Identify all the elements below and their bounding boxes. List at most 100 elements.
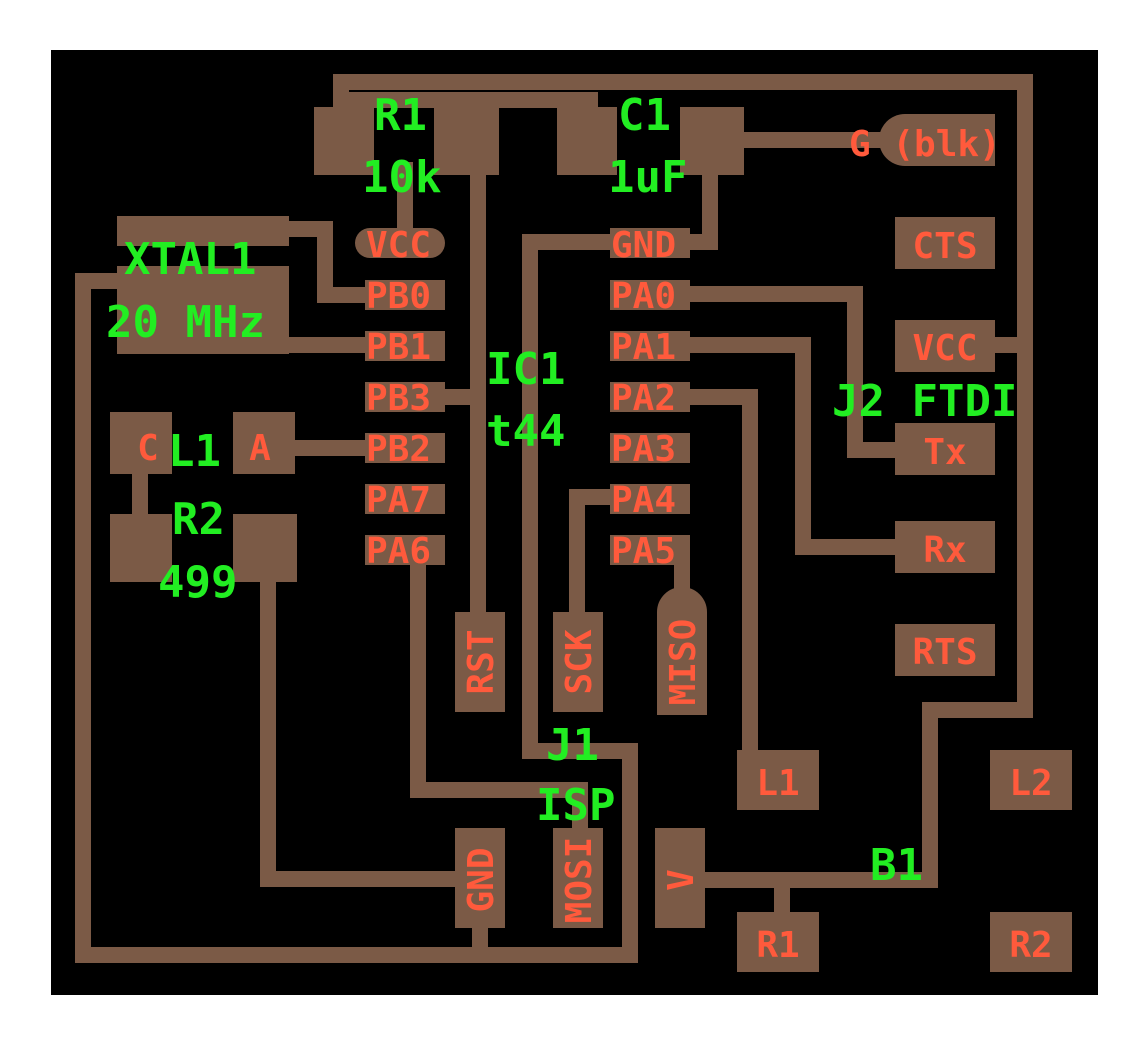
isp-label-mosi: MOSI [559, 837, 600, 924]
l1-pad-label-c: C [137, 428, 159, 469]
ic-pad-pb1 [365, 331, 445, 361]
ic-pin-label-pb0: PB0 [366, 276, 431, 317]
ic-pad-pa1 [610, 331, 690, 361]
ftdi-pad-rx [895, 521, 995, 573]
ftdi-pad-tx [895, 423, 995, 475]
trace-pa6-mosi [410, 555, 588, 838]
pad-label-v: V [661, 869, 702, 891]
trace-r2-gnd [260, 567, 463, 887]
trace-pa0-tx [682, 286, 903, 458]
j1-value-label: ISP [536, 780, 615, 831]
pad-v [655, 828, 705, 928]
ftdi-label-rx: Rx [923, 530, 966, 571]
ic-pad-pb2 [365, 433, 445, 463]
ic-pin-label-pa4: PA4 [611, 480, 676, 521]
j2-ref-label: J2 FTDI [832, 376, 1017, 427]
ic-pad-pa7 [365, 484, 445, 514]
r1-pad-left [314, 107, 374, 175]
ic1-ref-label: IC1 [486, 344, 565, 395]
xtal-pad-bottom [117, 266, 289, 354]
isp-label-miso: MISO [663, 619, 704, 706]
ic-pad-pa0 [610, 280, 690, 310]
ic-pad-pa5 [610, 535, 690, 565]
trace-v-b1 [697, 337, 1033, 888]
ic-pad-pa3 [610, 433, 690, 463]
isp-label-sck: SCK [559, 629, 600, 694]
r2-pad-right [233, 514, 297, 582]
xtal-pad-top [117, 216, 289, 246]
trace-vcc-top-bus [333, 74, 1033, 353]
isp-label-rst: RST [461, 629, 502, 694]
ftdi-label-g: G (blk) [849, 124, 1001, 165]
ic-pin-label-vcc: VCC [366, 225, 431, 266]
trace-c1-gnd-ic [682, 167, 718, 250]
c1-value-label: 1uF [608, 152, 687, 203]
pad-label-r1: R1 [756, 925, 799, 966]
ftdi-label-vcc: VCC [912, 328, 977, 369]
ic-pin-label-pa5: PA5 [611, 531, 676, 572]
c1-pad-right [680, 107, 744, 175]
ic-pin-label-pa2: PA2 [611, 378, 676, 419]
l1-pad-label-a: A [249, 428, 271, 469]
pad-l1 [737, 750, 819, 810]
xtal-value-label: 20 MHz [106, 297, 265, 348]
ic-pin-label-pa6: PA6 [366, 531, 431, 572]
l1-ref-label: L1 [168, 426, 221, 477]
isp-pad-mosi [553, 828, 603, 928]
trace-pa4-sck [569, 489, 623, 623]
silkscreen-labels: R1 10k C1 1uF XTAL1 20 MHz IC1 t44 L1 R2… [106, 90, 1017, 891]
trace-pa2-l1 [682, 389, 758, 758]
ftdi-pad-cts [895, 217, 995, 269]
ic-pad-pb0 [365, 280, 445, 310]
ic-pad-gnd [610, 228, 690, 258]
ic-pin-label-pa0: PA0 [611, 276, 676, 317]
trace-pa1-rx [682, 337, 903, 555]
ic-pad-pa4 [610, 484, 690, 514]
j1-ref-label: J1 [546, 720, 599, 771]
l1-pad-c [110, 412, 172, 474]
pad-r1 [737, 912, 819, 972]
ftdi-pad-rts [895, 624, 995, 676]
ic-pin-label-pa3: PA3 [611, 429, 676, 470]
ftdi-label-rts: RTS [912, 632, 977, 673]
r1-ref-label: R1 [374, 90, 427, 141]
ic1-value-label: t44 [486, 406, 565, 457]
isp-pad-gnd [455, 828, 505, 928]
ic-pad-vcc [355, 228, 445, 258]
c1-pad-left [557, 107, 617, 175]
ic-pin-label-pb2: PB2 [366, 429, 431, 470]
isp-label-gnd: GND [461, 847, 502, 912]
trace-r1-c1-link [333, 92, 598, 118]
ftdi-pad-g [879, 114, 995, 166]
pad-label-r2: R2 [1009, 925, 1052, 966]
l1-pad-a [233, 412, 295, 474]
ic-pin-label-gnd: GND [611, 225, 676, 266]
pad-r2 [990, 912, 1072, 972]
pad-label-l2: L2 [1009, 763, 1052, 804]
pad-label-l1: L1 [756, 763, 799, 804]
ftdi-label-cts: CTS [912, 226, 977, 267]
ic-pin-label-pb3: PB3 [366, 378, 431, 419]
r1-value-label: 10k [362, 152, 441, 203]
ic-pad-pb3 [365, 382, 445, 412]
pad-l2 [990, 750, 1072, 810]
isp-pad-sck [553, 612, 603, 712]
r1-pad-right [434, 107, 499, 175]
isp-pad-miso [657, 587, 707, 715]
trace-xtal-pb0 [277, 221, 373, 303]
ic-pin-label-pb1: PB1 [366, 327, 431, 368]
r2-value-label: 499 [158, 557, 237, 608]
ftdi-pad-vcc [895, 320, 995, 372]
c1-ref-label: C1 [618, 90, 671, 141]
ic-pad-pa2 [610, 382, 690, 412]
ic-pad-pa6 [365, 535, 445, 565]
trace-gnd-outer-loop [75, 234, 638, 963]
ftdi-label-tx: Tx [923, 432, 966, 473]
isp-pad-rst [455, 612, 505, 712]
ic-pin-label-pa7: PA7 [366, 480, 431, 521]
r2-ref-label: R2 [172, 494, 225, 545]
copper-pads [110, 107, 1072, 972]
b1-ref-label: B1 [870, 840, 923, 891]
r2-pad-left [110, 514, 172, 582]
